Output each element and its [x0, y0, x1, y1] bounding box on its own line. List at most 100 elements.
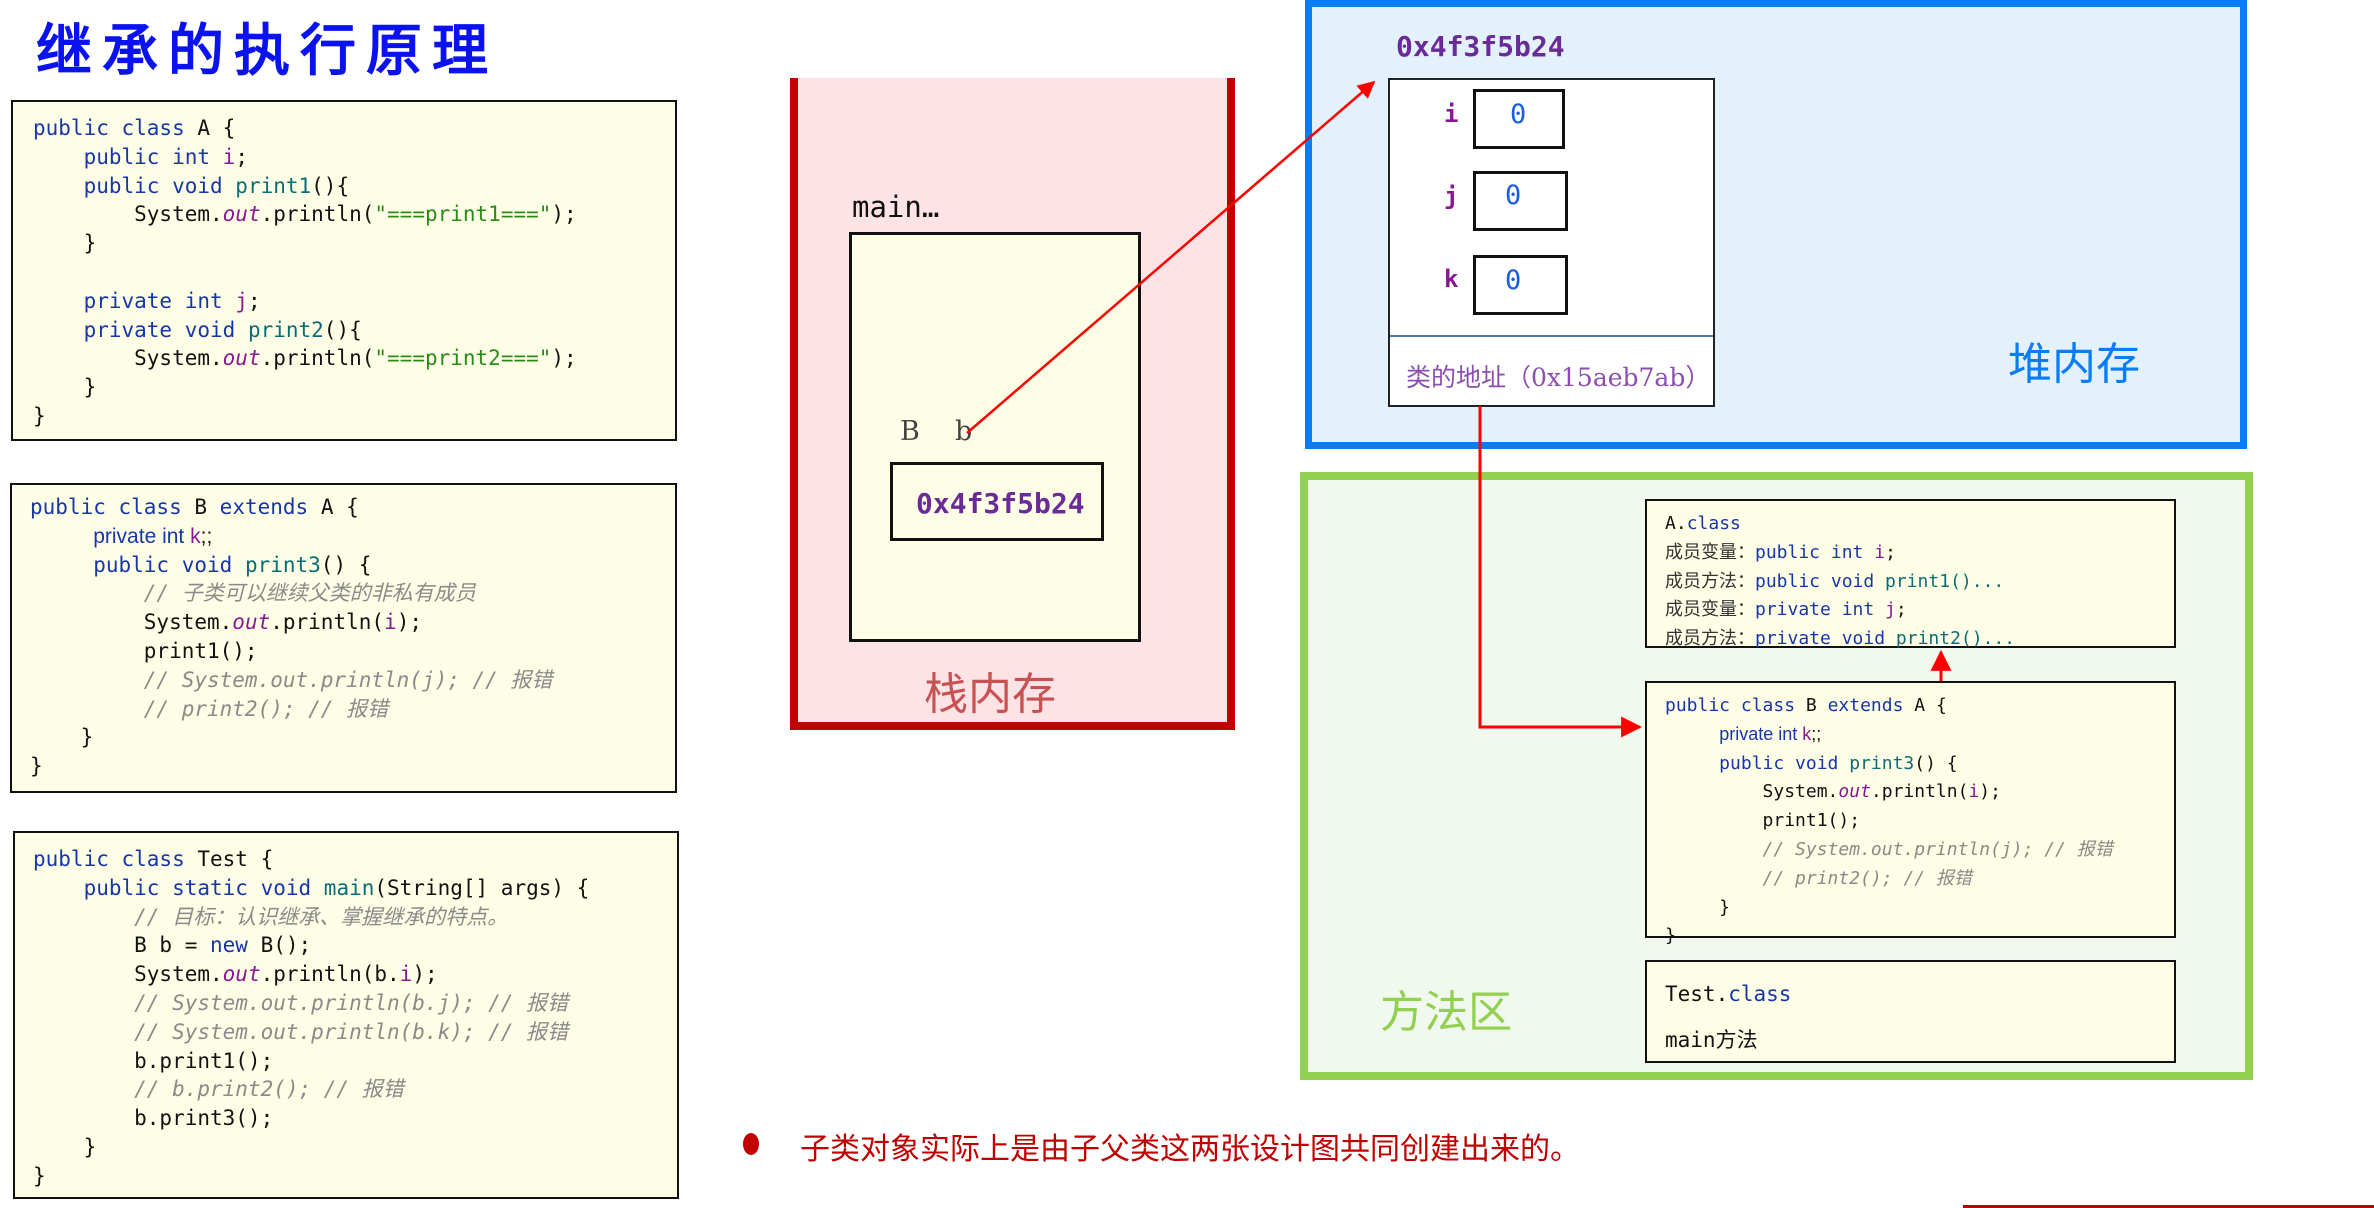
test-class-code-panel: public class Test { public static void m…: [13, 831, 679, 1199]
code-line: print1();: [1665, 808, 2113, 837]
code-token: print1()...: [1885, 570, 2005, 592]
code-token: main: [323, 875, 375, 900]
main-stack-frame: [849, 232, 1141, 642]
code-token: out: [222, 202, 261, 227]
code-token: public class: [30, 495, 195, 519]
field-name-j: j: [1444, 182, 1459, 210]
code-line: private int j;: [33, 287, 577, 316]
code-token: print3: [1849, 752, 1915, 774]
code-token: i: [222, 144, 236, 169]
code-line: A.class: [1665, 511, 2015, 540]
code-token: public static void: [33, 875, 324, 900]
code-line: }: [33, 1133, 589, 1162]
code-token: () {: [320, 552, 372, 577]
variable-value-box: [890, 462, 1104, 541]
code-line: b.print3();: [33, 1104, 589, 1133]
code-token: ;;: [1811, 723, 1822, 744]
code-token: public void: [33, 173, 236, 198]
code-token: b.print3();: [33, 1106, 274, 1131]
code-token: print1();: [30, 638, 258, 663]
code-token: private void: [1755, 628, 1896, 650]
code-token: ;: [235, 144, 248, 169]
class-b-code-panel: public class B extends A { private int k…: [10, 483, 677, 793]
code-line: public class Test {: [33, 845, 589, 874]
class-address: 类的地址（0x15aeb7ab）: [1406, 363, 1711, 392]
bullet-icon: [743, 1133, 759, 1155]
code-token: (){: [311, 173, 350, 198]
class-b-code: public class B extends A { private int k…: [30, 493, 552, 781]
slide-title: 继承的执行原理: [36, 19, 498, 84]
stack-memory-label: 栈内存: [924, 669, 1056, 720]
code-token: Test {: [197, 847, 274, 871]
code-token: .println(: [260, 346, 375, 371]
code-token: A {: [320, 495, 359, 519]
class-a-code-panel: public class A { public int i; public vo…: [11, 100, 677, 441]
code-token: print2: [247, 317, 324, 342]
code-token: // System.out.println(j); // 报错: [30, 667, 553, 692]
code-token: B: [194, 495, 220, 519]
code-line: }: [33, 1162, 589, 1191]
summary-note: 子类对象实际上是由子父类这两张设计图共同创建出来的。: [800, 1132, 1580, 1167]
field-box-k: [1473, 255, 1568, 315]
code-token: (String[] args) {: [374, 875, 590, 900]
code-token: A {: [1914, 695, 1947, 716]
code-line: 成员变量：private int j;: [1665, 597, 2015, 626]
code-token: "===print1===": [374, 202, 552, 227]
code-line: }: [33, 229, 577, 258]
main-method-suffix: 方法: [1715, 1028, 1758, 1052]
code-token: System.: [30, 610, 233, 635]
code-line: // 子类可以继续父类的非私有成员: [30, 579, 552, 608]
code-token: private void: [33, 317, 248, 342]
code-token: );: [412, 962, 438, 987]
code-token: print1: [235, 173, 312, 198]
code-token: k: [190, 524, 201, 548]
code-token: }: [33, 231, 97, 256]
code-line: System.out.println("===print2===");: [33, 344, 577, 373]
code-token: ;;: [200, 524, 213, 548]
code-token: ;: [247, 288, 261, 313]
code-token: );: [1979, 781, 2001, 803]
code-token: // 子类可以继续父类的非私有成员: [30, 581, 476, 606]
code-line: public int i;: [33, 143, 577, 172]
code-line: public class B extends A {: [30, 493, 552, 522]
code-token: i: [399, 962, 413, 987]
code-token: B: [1805, 695, 1828, 716]
code-token: out: [222, 962, 261, 987]
code-token: .println(: [260, 202, 375, 227]
code-line: private int k;;: [30, 522, 552, 551]
code-line: System.out.println("===print1===");: [33, 200, 577, 229]
code-line: System.out.println(i);: [1665, 779, 2113, 808]
code-token: print2()...: [1895, 628, 2016, 650]
code-token: public void: [1665, 752, 1850, 774]
variable-type: B: [900, 416, 920, 447]
main-method-name: main: [1665, 1028, 1716, 1052]
code-token: .println(: [1870, 781, 1969, 803]
field-box-i: [1473, 89, 1565, 149]
code-token: (){: [323, 317, 362, 342]
field-value-k: 0: [1505, 265, 1522, 296]
code-line: // System.out.println(b.k); // 报错: [33, 1018, 589, 1047]
code-line: }: [30, 752, 552, 781]
code-token: new: [210, 933, 261, 958]
code-token: out: [232, 610, 271, 635]
object-address: 0x4f3f5b24: [1396, 30, 1565, 63]
code-token: extends: [1827, 695, 1915, 716]
code-line: private int k;;: [1665, 722, 2113, 751]
class-pointer-arrow-heap-to-method-area: [1478, 406, 1643, 738]
code-token: class: [1686, 513, 1741, 534]
code-token: "===print2===": [374, 346, 552, 371]
code-token: }: [33, 375, 97, 400]
code-token: j: [1885, 599, 1896, 621]
code-token: 成员方法：: [1665, 628, 1755, 650]
code-token: private int: [93, 524, 191, 548]
variable-name: b: [955, 416, 973, 447]
code-token: }: [33, 1163, 46, 1188]
code-token: public int: [33, 144, 223, 169]
test-class-name: Test.: [1665, 982, 1729, 1006]
code-token: }: [30, 725, 94, 750]
heap-memory-label: 堆内存: [2008, 339, 2140, 390]
code-token: System.: [33, 962, 223, 987]
